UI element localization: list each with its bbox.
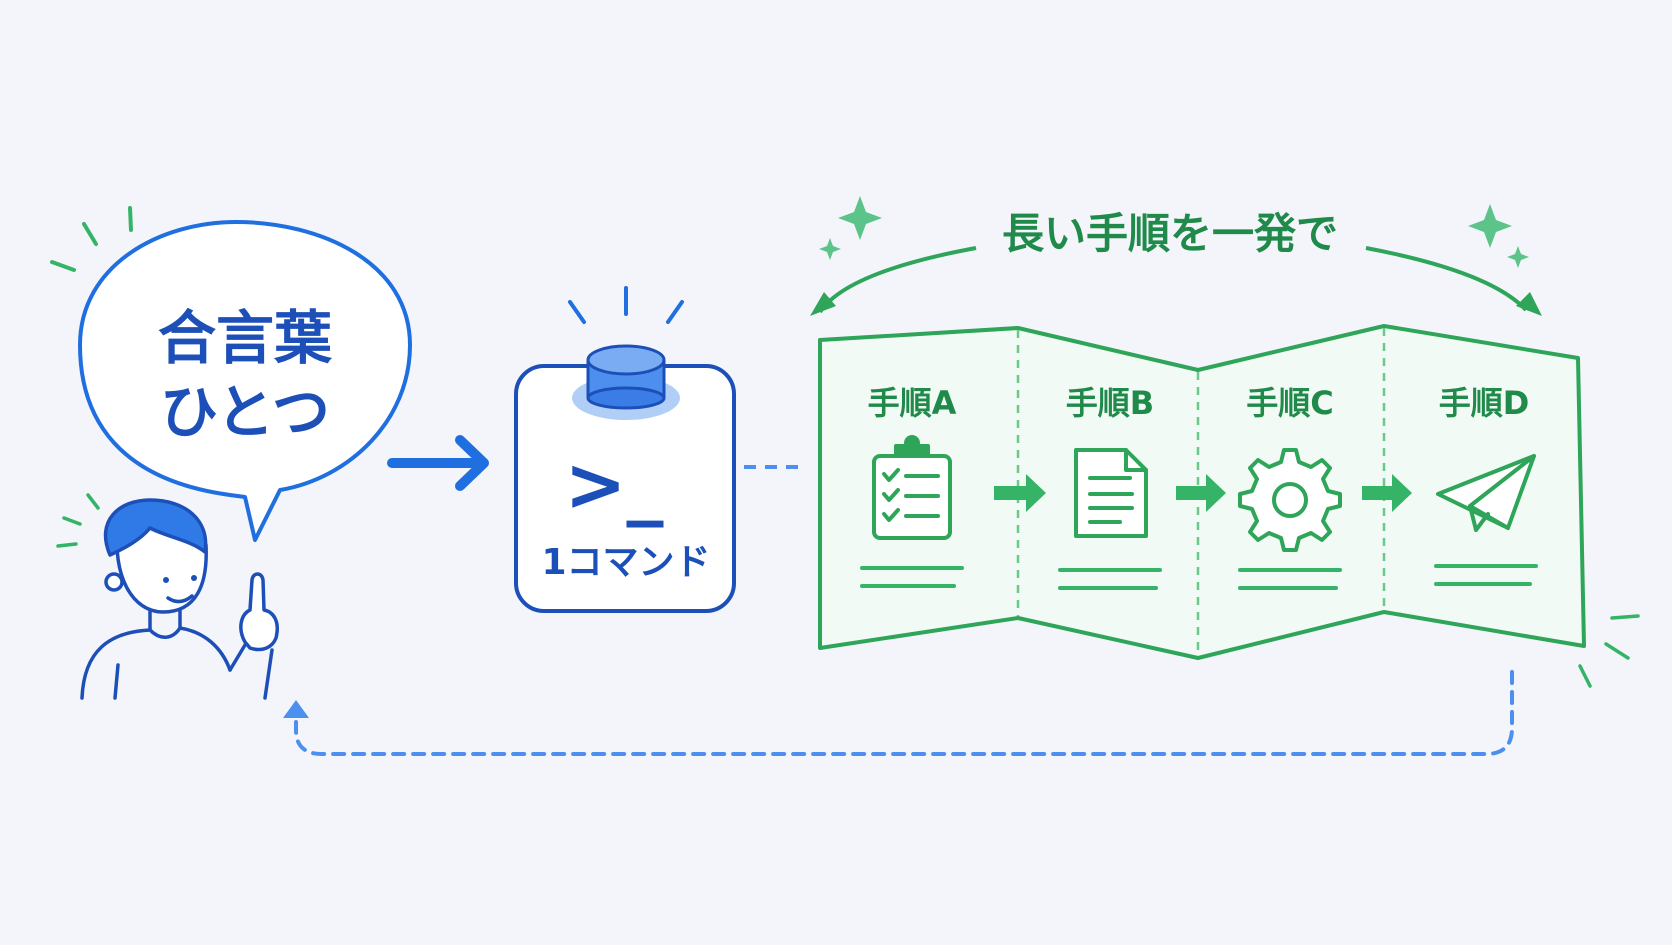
clipboard-checklist-icon	[872, 435, 952, 540]
terminal-prompt-icon: >_	[564, 442, 663, 528]
return-loop-arrow	[294, 670, 1514, 756]
sparkle-lines-bubble	[50, 206, 133, 272]
command-label: 1コマンド	[541, 542, 710, 583]
step-b-label: 手順B	[1066, 384, 1154, 422]
sparkle-lines-panel	[1578, 614, 1640, 688]
sparkle-lines-person	[56, 493, 100, 548]
bubble-line-2: ひとつ	[160, 378, 330, 446]
banner: 長い手順を一発で	[810, 196, 1542, 316]
step-d-label: 手順D	[1439, 384, 1530, 422]
step-c-label: 手順C	[1246, 384, 1334, 422]
banner-text: 長い手順を一発で	[1002, 209, 1338, 258]
command-box: >_ 1コマンド	[514, 286, 736, 613]
button-glow-lines	[568, 286, 684, 324]
document-icon	[1074, 448, 1148, 538]
step-a-label: 手順A	[868, 384, 957, 422]
bubble-line-1: 合言葉	[158, 304, 333, 372]
step-labels: 手順A 手順B 手順C 手順D	[868, 384, 1530, 422]
person-avatar	[80, 498, 279, 700]
speech-bubble: 合言葉 ひとつ	[78, 220, 412, 542]
arrow-to-command	[387, 435, 489, 491]
sparkle-icons	[819, 196, 1529, 268]
paper-plane-icon	[1436, 454, 1536, 532]
big-button-icon	[572, 344, 680, 420]
return-arrow-head	[283, 700, 309, 718]
gear-icon	[1238, 448, 1342, 552]
step-text-lines	[860, 564, 1538, 590]
step-arrows	[994, 474, 1412, 512]
